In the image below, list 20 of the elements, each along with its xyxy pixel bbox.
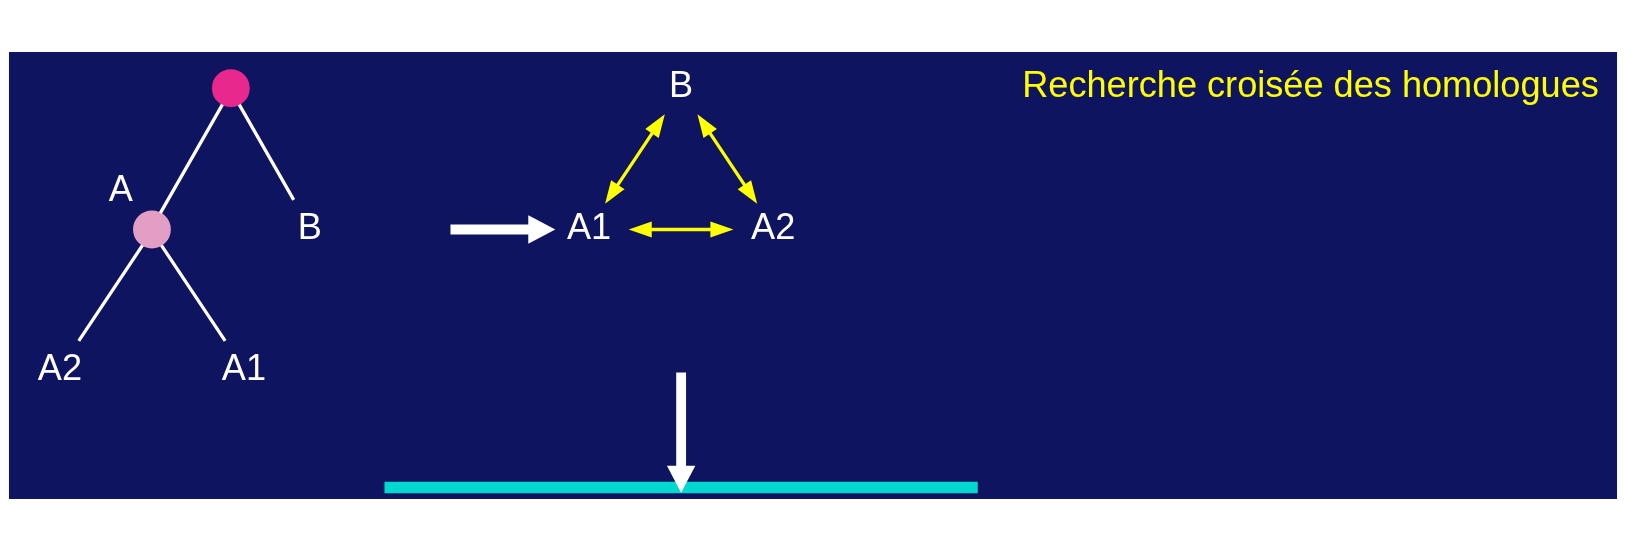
node-circle: [133, 210, 171, 249]
node-text: A1: [221, 347, 267, 389]
arrow: [605, 114, 665, 204]
node-text: A2: [37, 347, 83, 389]
node-bar: [384, 481, 978, 494]
arrow: [697, 114, 758, 204]
node-text: A1: [566, 205, 612, 247]
node-circle: [211, 69, 250, 108]
arrow: [450, 215, 556, 244]
arrow: [666, 372, 696, 493]
connector: [158, 103, 224, 214]
connector: [77, 244, 144, 342]
node-text: B: [669, 64, 694, 106]
node-label: A: [108, 167, 133, 209]
node-text: B: [297, 205, 322, 247]
node-text: A2: [751, 205, 796, 247]
connector: [160, 244, 227, 342]
connector: [237, 103, 296, 201]
arrow: [628, 221, 734, 238]
label: Recherche croisée des homologues: [1022, 64, 1599, 106]
